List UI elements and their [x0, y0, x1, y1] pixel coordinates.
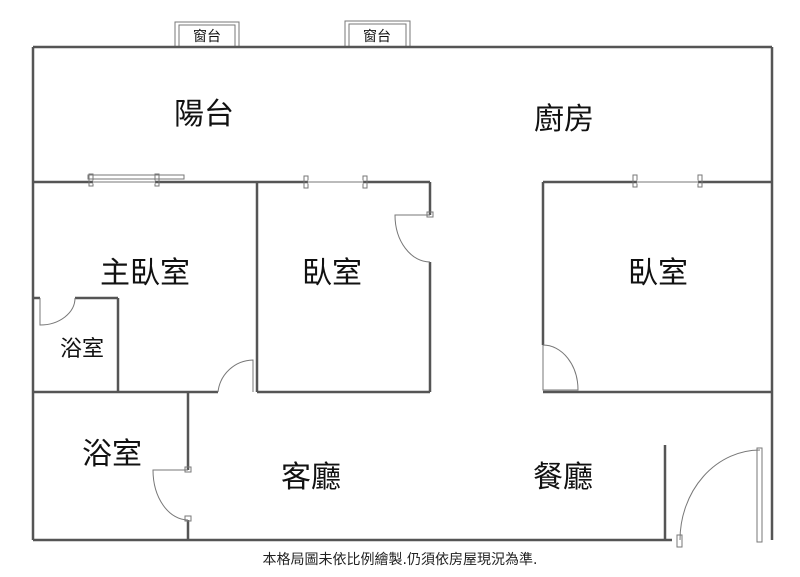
disclaimer-text: 本格局圖未依比例繪製.仍須依房屋現況為準. [262, 552, 538, 568]
room-label-bedroom-middle: 臥室 [302, 256, 362, 291]
room-label-bathroom: 浴室 [82, 437, 142, 472]
window-sill-label-left: 窗台 [193, 29, 221, 45]
interior-walls [33, 180, 772, 540]
windows [87, 173, 703, 189]
room-label-dining-room: 餐廳 [533, 460, 593, 495]
room-label-kitchen: 廚房 [534, 102, 594, 137]
doors [39, 211, 763, 548]
room-label-balcony: 陽台 [174, 97, 234, 132]
room-label-living-room: 客廳 [281, 460, 341, 495]
room-label-master-bedroom: 主臥室 [100, 256, 190, 291]
window-sill-label-right: 窗台 [363, 29, 391, 45]
room-label-bedroom-right: 臥室 [628, 256, 688, 291]
outer-walls [31, 45, 774, 542]
room-label-master-bath: 浴室 [59, 337, 105, 362]
